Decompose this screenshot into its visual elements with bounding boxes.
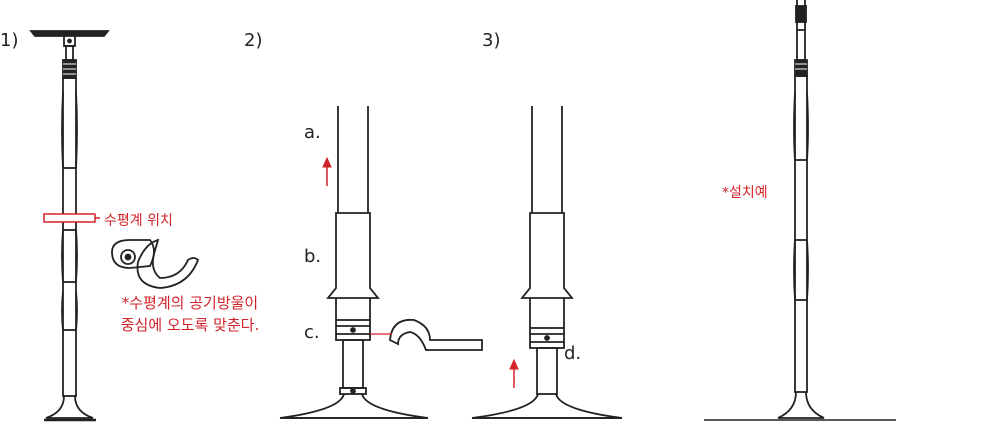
level-position-label: 수평계 위치	[104, 213, 173, 229]
figure-2-assembly	[279, 106, 429, 419]
level-note-line-2: 중심에 오도록 맞춘다.	[120, 316, 260, 334]
figure-1-pole	[29, 30, 110, 422]
up-arrow-icon	[322, 156, 332, 186]
step-2-label: 2)	[244, 30, 263, 51]
part-c-label: c.	[304, 322, 320, 343]
installation-example-label: *설치예	[722, 185, 768, 201]
level-tool-icon	[111, 238, 200, 289]
part-b-label: b.	[304, 246, 322, 267]
level-marker	[43, 213, 100, 223]
step-1-label: 1)	[0, 30, 19, 51]
step-3-label: 3)	[482, 30, 501, 51]
wrench-tool-icon	[370, 318, 483, 351]
level-note: *수평계의 공기방울이 중심에 오도록 맞춘다.	[100, 292, 280, 336]
part-d-label: d.	[564, 343, 582, 364]
part-a-label: a.	[304, 122, 321, 143]
figure-3-assembly	[471, 106, 623, 419]
level-note-line-1: *수평계의 공기방울이	[121, 294, 259, 312]
installation-example-pole	[704, 0, 896, 421]
up-arrow-icon	[509, 358, 519, 388]
